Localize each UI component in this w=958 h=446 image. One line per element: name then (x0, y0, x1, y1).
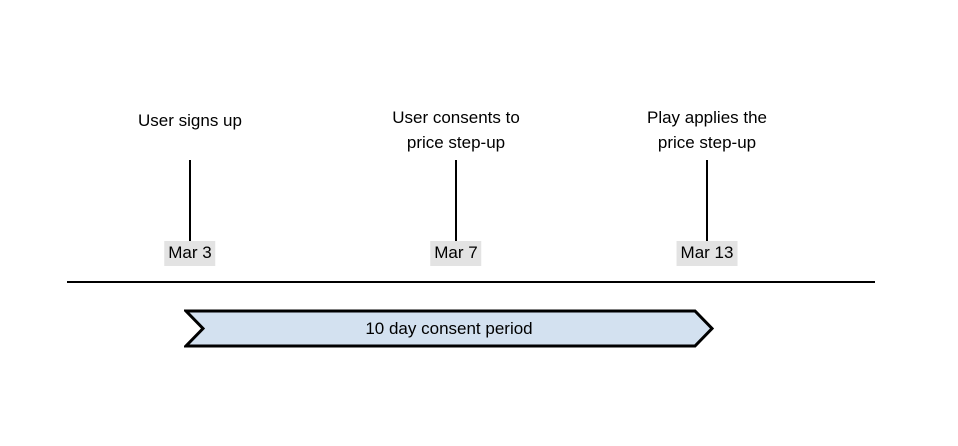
event-tick-signup (189, 160, 191, 248)
event-date-apply: Mar 13 (676, 241, 738, 266)
event-tick-consent (455, 160, 457, 248)
timeline-axis (67, 281, 875, 283)
event-label-consent: User consents to price step-up (392, 108, 520, 152)
event-date-consent: Mar 7 (430, 241, 482, 266)
event-date-signup: Mar 3 (164, 241, 216, 266)
event-label-apply: Play applies the price step-up (646, 108, 768, 152)
consent-period-banner: 10 day consent period (184, 309, 714, 348)
banner-arrow-shape (184, 309, 714, 348)
banner-arrow-polygon (184, 309, 714, 348)
event-tick-apply (706, 160, 708, 248)
event-label-signup: User signs up (138, 111, 242, 130)
